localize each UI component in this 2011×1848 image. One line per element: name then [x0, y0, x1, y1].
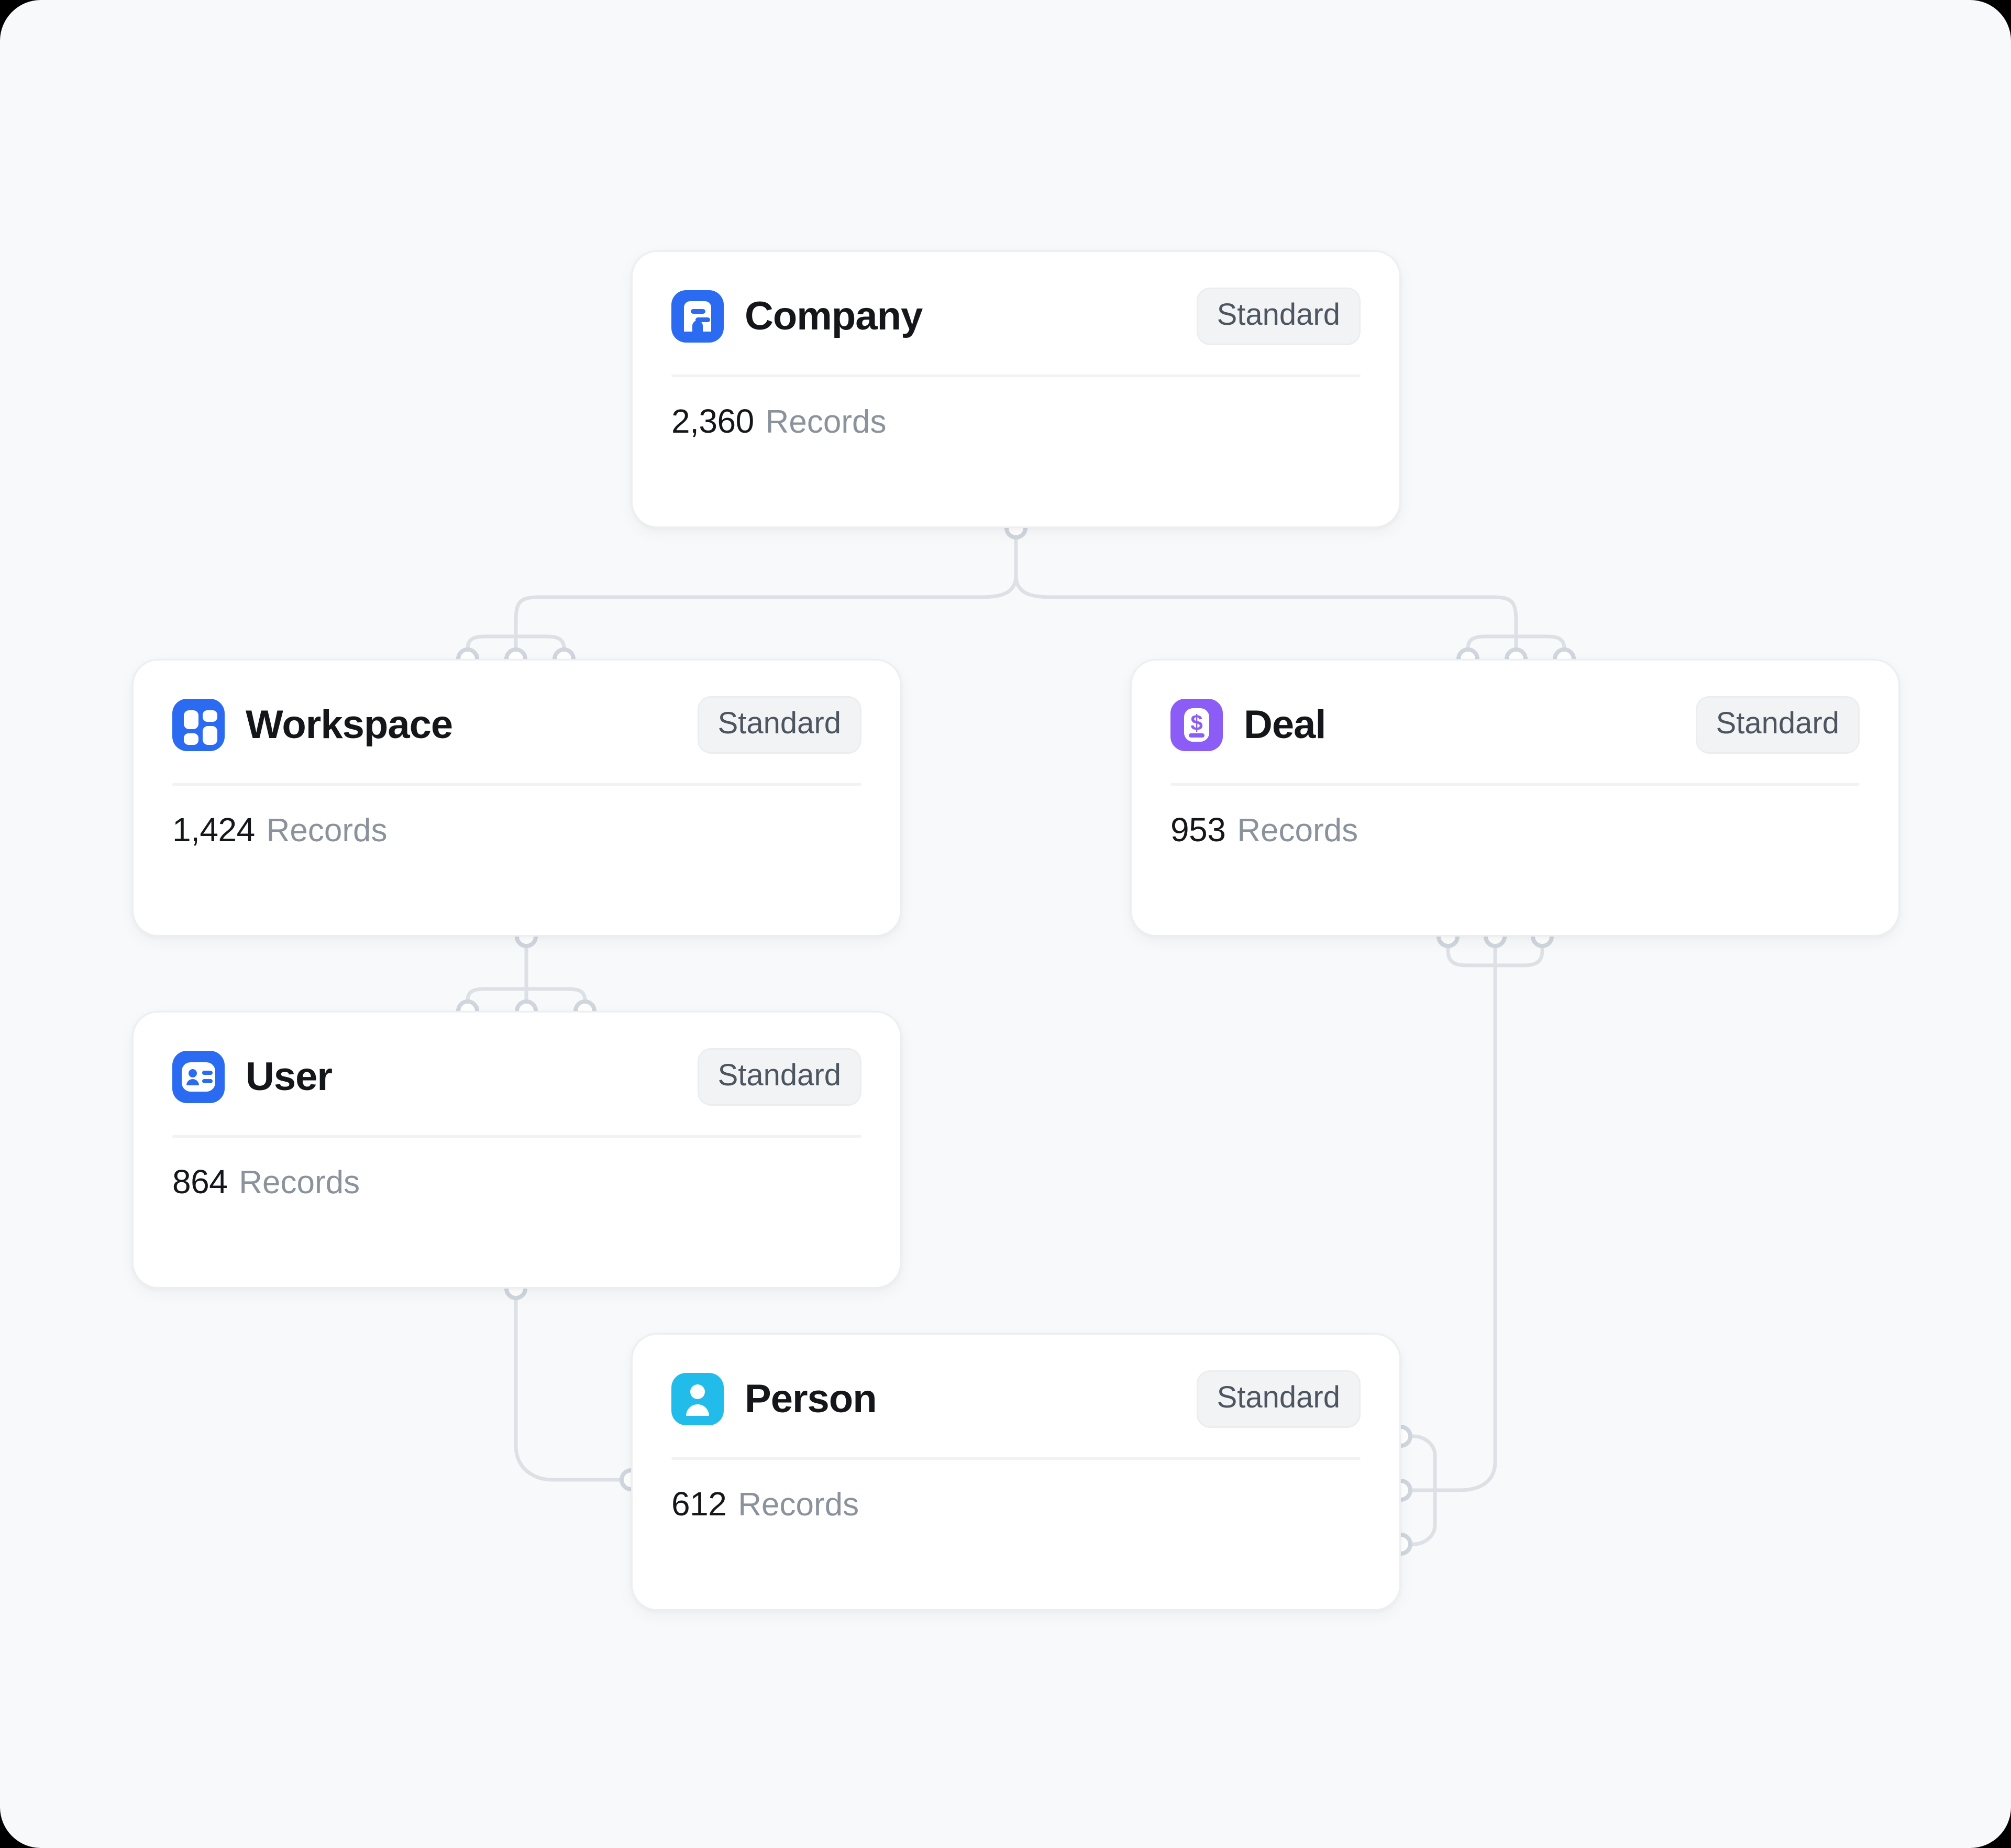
record-count: 1,424	[172, 811, 255, 849]
record-label: Records	[239, 1164, 360, 1201]
svg-text:$: $	[1190, 710, 1202, 735]
card-title: Workspace	[246, 702, 453, 747]
card-title: User	[246, 1054, 333, 1099]
card-footer: 2,360 Records	[633, 377, 1399, 438]
record-count: 953	[1170, 811, 1226, 849]
edge-user-to-person	[514, 1286, 633, 1482]
record-label: Records	[266, 812, 388, 849]
edge-company-split	[514, 527, 1518, 639]
object-card-company[interactable]: Company Standard 2,360 Records	[631, 250, 1401, 528]
card-footer: 612 Records	[633, 1460, 1399, 1521]
card-title: Person	[745, 1377, 877, 1421]
record-count: 864	[172, 1163, 228, 1201]
status-badge[interactable]: Standard	[697, 696, 861, 754]
card-header: Workspace Standard	[134, 661, 900, 754]
card-title: Company	[745, 294, 923, 338]
card-footer: 953 Records	[1132, 786, 1898, 847]
status-badge[interactable]: Standard	[1695, 696, 1860, 754]
record-count: 2,360	[671, 402, 754, 440]
company-building-icon	[671, 290, 724, 343]
object-card-workspace[interactable]: Workspace Standard 1,424 Records	[132, 659, 902, 937]
card-divider	[1170, 783, 1860, 786]
object-card-deal[interactable]: $ Deal Standard 953 Records	[1130, 659, 1900, 937]
card-divider	[671, 375, 1361, 377]
card-header: Company Standard	[633, 252, 1399, 345]
card-title: Deal	[1244, 702, 1327, 747]
record-label: Records	[738, 1487, 859, 1523]
person-avatar-icon	[671, 1373, 724, 1425]
object-card-person[interactable]: Person Standard 612 Records	[631, 1333, 1401, 1611]
record-label: Records	[765, 404, 887, 440]
card-footer: 864 Records	[134, 1138, 900, 1199]
card-divider	[671, 1457, 1361, 1460]
card-header: Person Standard	[633, 1335, 1399, 1428]
deal-money-icon: $	[1170, 699, 1223, 751]
user-contact-card-icon	[172, 1051, 225, 1103]
status-badge[interactable]: Standard	[1196, 1370, 1361, 1428]
edge-deal-to-person	[1433, 963, 1497, 1492]
record-label: Records	[1237, 812, 1358, 849]
card-divider	[172, 783, 861, 786]
record-count: 612	[671, 1485, 727, 1523]
object-card-user[interactable]: User Standard 864 Records	[132, 1011, 902, 1289]
card-header: User Standard	[134, 1013, 900, 1106]
status-badge[interactable]: Standard	[697, 1048, 861, 1106]
card-footer: 1,424 Records	[134, 786, 900, 847]
card-divider	[172, 1135, 861, 1138]
workspace-grid-icon	[172, 699, 225, 751]
status-badge[interactable]: Standard	[1196, 288, 1361, 345]
card-header: $ Deal Standard	[1132, 661, 1898, 754]
